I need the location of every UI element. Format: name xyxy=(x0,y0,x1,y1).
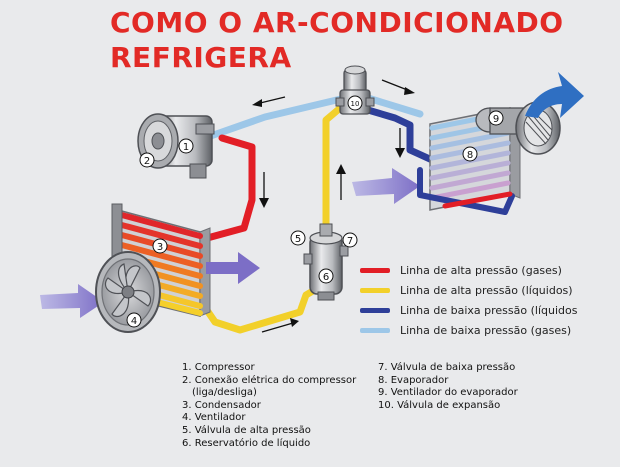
badge-5: 5 xyxy=(290,230,306,246)
badge-8-text: 8 xyxy=(467,150,473,161)
components-list-left: 1. Compressor 2. Conexão elétrica do com… xyxy=(182,362,356,450)
airflow-arrow-icon xyxy=(40,168,420,318)
legend-item: Linha de baixa pressão (gases) xyxy=(360,322,571,338)
legend-item: Linha de alta pressão (líquidos) xyxy=(360,282,573,298)
legend-swatch xyxy=(360,287,390,293)
title-line-1: COMO O AR-CONDICIONADO xyxy=(110,6,564,39)
badge-4-text: 4 xyxy=(131,316,137,327)
outflow-arrow-icon xyxy=(525,72,584,118)
expansion-valve-icon xyxy=(335,65,375,115)
list-item: 5. Válvula de alta pressão xyxy=(182,424,311,436)
list-item: 3. Condensador xyxy=(182,399,261,411)
legend-label: Linha de alta pressão (líquidos) xyxy=(400,283,573,297)
legend-label: Linha de baixa pressão (líquidos xyxy=(400,303,578,317)
badge-8: 8 xyxy=(462,146,478,162)
list-item: 1. Compressor xyxy=(182,362,255,373)
legend-swatch xyxy=(360,327,390,333)
list-item: 9. Ventilador do evaporador xyxy=(378,387,518,399)
flow-arrow-icon xyxy=(252,79,415,333)
badge-3-text: 3 xyxy=(157,242,163,253)
badge-9: 9 xyxy=(488,110,504,126)
pipe-high-pressure-gas xyxy=(196,134,256,244)
badge-10-text: 10 xyxy=(351,100,360,108)
badge-7-text: 7 xyxy=(347,236,353,247)
legend-item: Linha de baixa pressão (líquidos xyxy=(360,302,577,318)
pipe-high-pressure-liquid-2 xyxy=(322,100,349,236)
list-item: 8. Evaporador xyxy=(378,374,449,386)
pipe-low-pressure-gas-2 xyxy=(364,94,424,118)
legend-label: Linha de alta pressão (gases) xyxy=(400,263,562,277)
badge-1-text: 1 xyxy=(183,142,189,153)
badge-3: 3 xyxy=(152,238,168,254)
badge-5-text: 5 xyxy=(295,234,301,245)
badge-2-text: 2 xyxy=(144,156,150,167)
badge-6: 6 xyxy=(318,268,334,284)
badge-1: 1 xyxy=(178,138,194,154)
legend-swatch xyxy=(360,267,390,273)
badge-6-text: 6 xyxy=(323,272,329,283)
list-item: 10. Válvula de expansão xyxy=(378,399,501,411)
legend-swatch xyxy=(360,307,390,313)
list-item: 6. Reservatório de líquido xyxy=(182,437,311,449)
pipe-low-pressure-liquid xyxy=(364,106,436,164)
legend-label: Linha de baixa pressão (gases) xyxy=(400,323,572,337)
list-item: 2. Conexão elétrica do compressor xyxy=(182,374,357,386)
list-item: (liga/desliga) xyxy=(192,387,257,399)
fan-icon xyxy=(95,251,161,333)
list-item: 7. Válvula de baixa pressão xyxy=(378,362,516,373)
compressor-icon xyxy=(137,113,215,179)
pipe-low-pressure-gas-1 xyxy=(201,94,349,142)
badge-2: 2 xyxy=(139,152,155,168)
badge-7: 7 xyxy=(342,232,358,248)
badge-9-text: 9 xyxy=(493,114,499,125)
legend-item: Linha de alta pressão (gases) xyxy=(360,262,562,278)
receiver-drier-icon xyxy=(303,223,349,301)
title-line-2: REFRIGERA xyxy=(110,41,292,74)
badge-10: 10 xyxy=(347,95,363,111)
pipe-high-pressure-liquid-1 xyxy=(196,284,322,334)
list-item: 4. Ventilador xyxy=(182,412,246,424)
components-list-right: 7. Válvula de baixa pressão 8. Evaporado… xyxy=(378,362,518,412)
badge-4: 4 xyxy=(126,312,142,328)
